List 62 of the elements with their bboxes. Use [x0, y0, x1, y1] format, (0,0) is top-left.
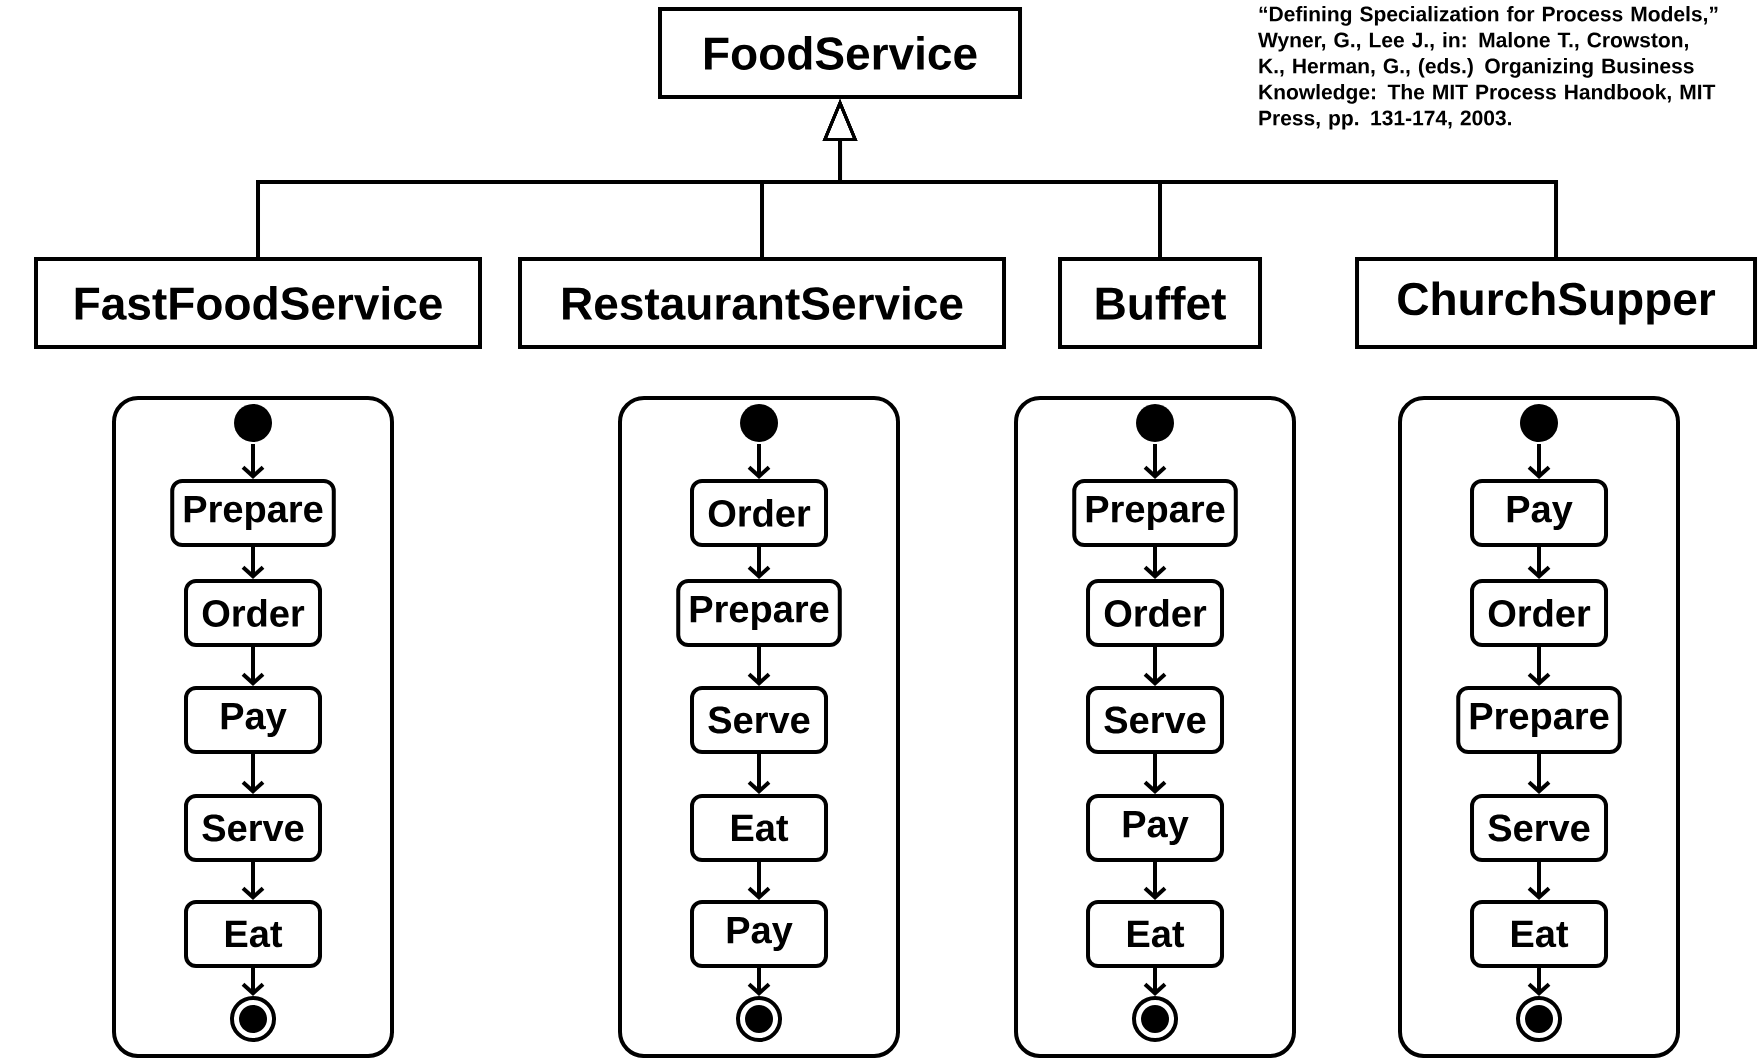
class-box: RestaurantService — [518, 257, 1006, 349]
start-dot — [1136, 404, 1174, 442]
arrow — [1143, 647, 1167, 686]
arrow — [747, 968, 771, 996]
end-marker — [1132, 996, 1178, 1042]
activity-box: Order — [690, 479, 828, 547]
end-marker — [230, 996, 276, 1042]
activity-box: Order — [1086, 579, 1224, 647]
arrow — [241, 968, 265, 996]
arrow — [1527, 547, 1551, 579]
arrow — [1143, 547, 1167, 579]
start-dot — [234, 404, 272, 442]
end-marker — [1516, 996, 1562, 1042]
activity-box: Eat — [1470, 900, 1608, 968]
arrow — [747, 862, 771, 900]
activity-box: Order — [184, 579, 322, 647]
class-box: FastFoodService — [34, 257, 482, 349]
activity-frame — [1398, 396, 1680, 1058]
arrow — [1527, 444, 1551, 479]
activity-box: Prepare — [170, 479, 336, 547]
arrow — [241, 862, 265, 900]
activity-box: Pay — [184, 686, 322, 754]
activity-box: Eat — [1086, 900, 1224, 968]
activity-frame — [1014, 396, 1296, 1058]
activity-box: Eat — [184, 900, 322, 968]
class-box: FoodService — [658, 7, 1022, 99]
arrow — [1143, 754, 1167, 794]
activity-box: Serve — [184, 794, 322, 862]
activity-box: Prepare — [1072, 479, 1238, 547]
citation-text: “Defining Specialization for Process Models,” Wyner, G., Lee J., in: Malone T., Crowston, K., Herman, G., (eds.) Organizing Business Knowledge: The MIT Process Handbook, MIT Press, pp. 131-174, 2003. — [1258, 6, 1718, 130]
arrow — [1143, 862, 1167, 900]
activity-box: Pay — [1470, 479, 1608, 547]
arrow — [747, 547, 771, 579]
start-dot — [740, 404, 778, 442]
arrow — [1527, 862, 1551, 900]
arrow — [747, 647, 771, 686]
activity-frame — [112, 396, 394, 1058]
arrow — [1527, 754, 1551, 794]
activity-box: Serve — [1086, 686, 1224, 754]
end-marker — [736, 996, 782, 1042]
arrow — [747, 754, 771, 794]
arrow — [1527, 968, 1551, 996]
start-dot — [1520, 404, 1558, 442]
activity-frame — [618, 396, 900, 1058]
arrow — [1143, 444, 1167, 479]
arrow — [747, 444, 771, 479]
arrow — [241, 754, 265, 794]
arrow — [241, 547, 265, 579]
activity-box: Pay — [690, 900, 828, 968]
class-box: ChurchSupper — [1355, 257, 1757, 349]
arrow — [241, 647, 265, 686]
arrow — [1143, 968, 1167, 996]
arrow — [1527, 647, 1551, 686]
activity-box: Eat — [690, 794, 828, 862]
arrow — [241, 444, 265, 479]
class-box: Buffet — [1058, 257, 1262, 349]
activity-box: Serve — [1470, 794, 1608, 862]
activity-box: Prepare — [1456, 686, 1622, 754]
activity-box: Prepare — [676, 579, 842, 647]
activity-box: Order — [1470, 579, 1608, 647]
activity-box: Serve — [690, 686, 828, 754]
activity-box: Pay — [1086, 794, 1224, 862]
